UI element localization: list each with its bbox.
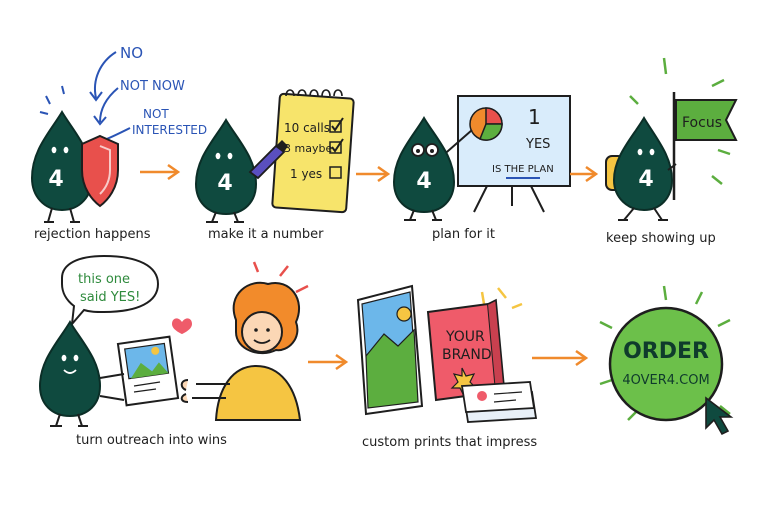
caption-outreach: turn outreach into wins [76,433,227,448]
mascot: 4 [194,118,258,223]
photo-card [116,335,180,407]
panel-outreach: this one said YES! [38,254,309,448]
mascot: 4 [612,116,677,221]
word-interested: INTERESTED [132,123,207,137]
note-line-1: 10 calls [284,121,330,135]
word-not-now: NOT NOW [120,79,185,94]
business-cards [460,381,538,423]
mascot: 4 [392,116,456,221]
note-line-3: 1 yes [290,167,322,181]
presentation-board: 1 YES IS THE PLAN [457,95,571,187]
board-plan: IS THE PLAN [492,164,554,175]
arrow-right-icon [140,163,181,181]
brand-line-1: YOUR [445,329,485,345]
arrow-right-icon [356,165,391,183]
order-site: 4OVER4.COM [622,373,709,388]
pen-icon [248,140,288,180]
caption-number: make it a number [208,227,324,242]
notepad: 10 calls 3 maybe 1 yes [271,89,355,214]
caption-prints: custom prints that impress [362,435,537,450]
order-panel: ORDER 4OVER4.COM [599,285,734,436]
mascot-number: 4 [217,171,232,196]
cursor-icon [705,396,734,436]
caption-rejection: rejection happens [34,227,151,242]
mascot: 4 [30,110,94,223]
word-no: NO [120,44,143,62]
brand-booklet: YOUR BRAND [426,298,505,402]
flag-icon: Focus [675,99,738,141]
word-not: NOT [143,107,169,121]
arrow-right-icon [308,353,349,371]
board-yes: YES [525,137,550,152]
bubble-line-2: said YES! [80,290,140,305]
pie-chart-icon [469,107,503,141]
mascot-number: 4 [638,167,653,192]
panel-plan: 1 YES IS THE PLAN 4 plan for it [392,95,571,242]
panel-prints: YOUR BRAND custom prints that impress [356,284,538,450]
order-label: ORDER [623,339,709,364]
heart-icon [172,318,192,334]
mascot-number: 4 [48,167,63,192]
board-number: 1 [528,105,541,129]
brochure [356,284,424,416]
order-button[interactable]: ORDER 4OVER4.COM [608,306,724,422]
bubble-line-1: this one [78,272,130,287]
arrow-right-icon [532,349,589,367]
caption-plan: plan for it [432,227,495,242]
caption-showing-up: keep showing up [606,231,716,246]
speech-bubble: this one said YES! [61,254,160,328]
brand-line-2: BRAND [442,347,492,363]
shield-icon [81,134,119,208]
panel-rejection: NO NOT NOW NOT INTERESTED 4 rejection ha… [30,44,207,242]
panel-showing-up: Focus 4 keep showing up [605,57,738,246]
flag-text: Focus [682,115,722,131]
mascot [38,320,102,427]
arrow-right-icon [570,165,599,183]
mascot-number: 4 [416,169,431,194]
person-illustration [180,261,309,421]
panel-number: 10 calls 3 maybe 1 yes 4 make it a numbe… [194,89,355,242]
note-line-2: 3 maybe [284,142,332,155]
